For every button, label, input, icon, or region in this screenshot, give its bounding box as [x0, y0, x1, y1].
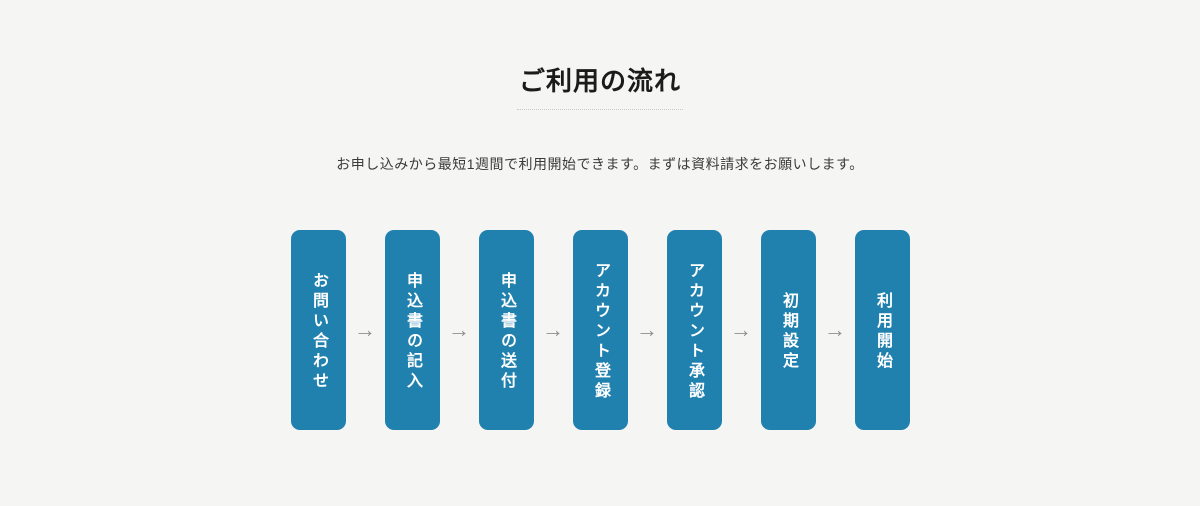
flow-step-label: アカウント承認: [686, 262, 703, 403]
flow-step-label: 申込書の記入: [404, 272, 421, 393]
flow-step-inquiry: お問い合わせ: [290, 230, 346, 431]
arrow-right-icon: →: [824, 317, 846, 343]
flow-step-label: 利用開始: [874, 292, 891, 373]
flow-step-send-application: 申込書の送付: [478, 230, 534, 431]
section-header: ご利用の流れ: [0, 0, 1200, 111]
flow-step-account-approval: アカウント承認: [666, 230, 722, 431]
flow-step-start-usage: 利用開始: [854, 230, 910, 431]
arrow-right-icon: →: [542, 317, 564, 343]
flow-step-label: 申込書の送付: [498, 272, 515, 393]
arrow-right-icon: →: [354, 317, 376, 343]
flow-step-initial-setup: 初期設定: [760, 230, 816, 431]
flow-step-account-registration: アカウント登録: [572, 230, 628, 431]
arrow-right-icon: →: [448, 317, 470, 343]
section-subtitle: お申し込みから最短1週間で利用開始できます。まずは資料請求をお願いします。: [336, 156, 864, 173]
arrow-right-icon: →: [730, 317, 752, 343]
flow-step-label: アカウント登録: [592, 262, 609, 403]
flow-step-label: お問い合わせ: [310, 272, 327, 393]
arrow-right-icon: →: [636, 317, 658, 343]
page-title: ご利用の流れ: [516, 64, 683, 111]
flow-step-fill-application: 申込書の記入: [384, 230, 440, 431]
flow-step-label: 初期設定: [780, 292, 797, 373]
flow-diagram: お問い合わせ → 申込書の記入 → 申込書の送付 → アカウント登録 → アカウ…: [0, 230, 1200, 431]
